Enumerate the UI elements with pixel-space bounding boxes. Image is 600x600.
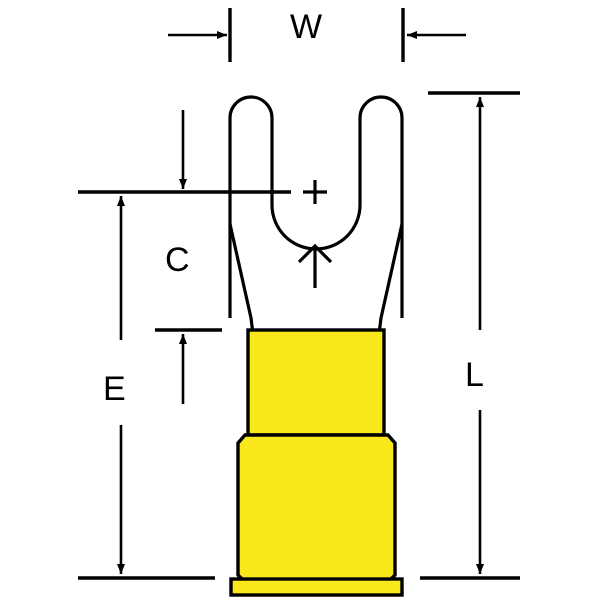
dimension-L — [420, 91, 520, 580]
center-marks — [297, 180, 333, 288]
dimension-label-W: W — [290, 8, 323, 46]
sleeve-base-flange — [229, 577, 404, 597]
dimension-label-C: C — [165, 241, 190, 279]
dimension-C — [78, 110, 291, 404]
plus-mark-icon — [303, 180, 327, 204]
yellow-insulation-sleeve — [229, 328, 404, 597]
sleeve-upper-section — [246, 328, 386, 437]
dimension-W — [168, 8, 466, 62]
dimension-label-E: E — [103, 370, 126, 408]
up-arrow-mark-icon — [297, 243, 333, 288]
terminal-metal-body — [228, 95, 404, 335]
sleeve-lower-section — [236, 433, 397, 584]
dimension-E — [78, 196, 215, 580]
dimension-label-L: L — [465, 356, 484, 394]
